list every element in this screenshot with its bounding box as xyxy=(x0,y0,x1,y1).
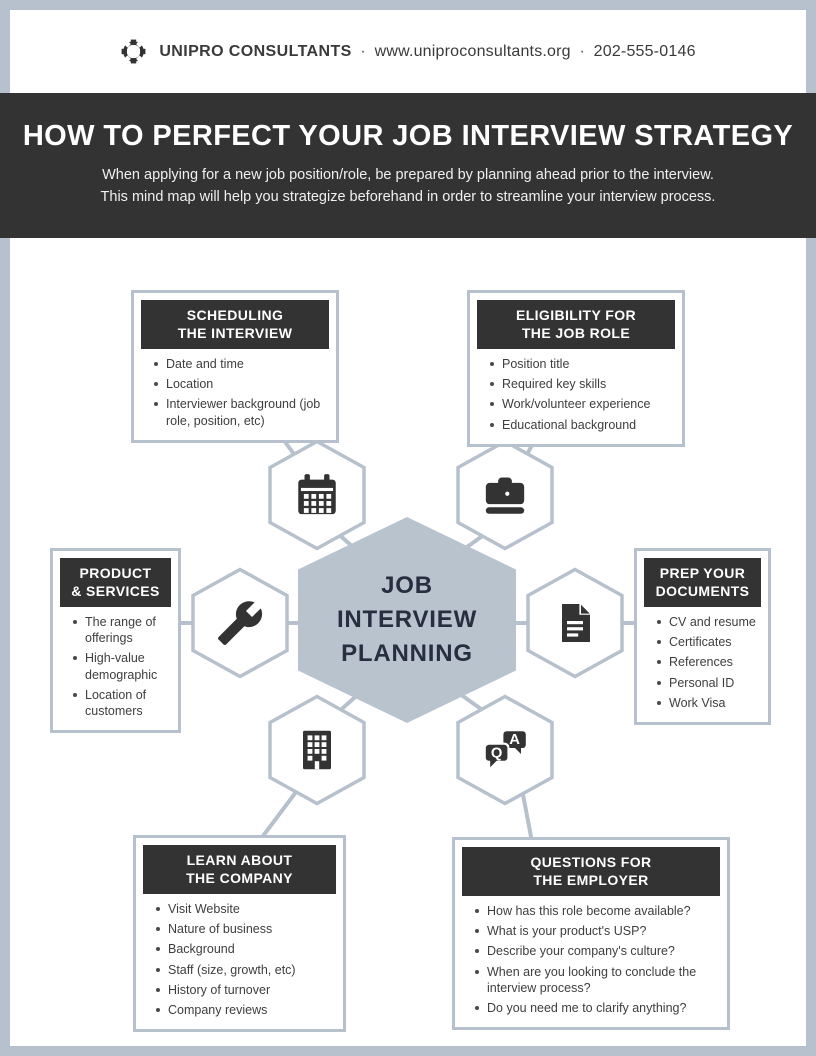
page-title: HOW TO PERFECT YOUR JOB INTERVIEW STRATE… xyxy=(22,120,794,152)
node-title: PRODUCT & SERVICES xyxy=(60,558,171,607)
svg-text:Q: Q xyxy=(491,745,503,761)
building-icon xyxy=(303,730,331,770)
question-bubble: Q xyxy=(483,742,510,768)
node-box-product-services: PRODUCT & SERVICES The range of offering… xyxy=(50,548,181,734)
qa-chat-icon: A Q xyxy=(483,731,526,768)
calendar-icon xyxy=(298,474,336,515)
brand-website: www.uniproconsultants.org xyxy=(374,42,571,60)
bullet-item: High-value demographic xyxy=(70,650,169,683)
hex-node-prep-documents xyxy=(525,567,625,679)
bullet-item: When are you looking to conclude the int… xyxy=(472,964,718,997)
bullet-item: How has this role become available? xyxy=(472,903,718,919)
node-title: LEARN ABOUT THE COMPANY xyxy=(143,845,336,894)
bullet-item: Required key skills xyxy=(487,376,673,392)
bullet-item: Visit Website xyxy=(153,901,334,917)
bullet-item: Describe your company's culture? xyxy=(472,943,718,959)
separator-dot: · xyxy=(579,42,585,60)
bullet-item: Personal ID xyxy=(654,675,759,691)
bullet-item: Certificates xyxy=(654,634,759,650)
bullet-item: Location of customers xyxy=(70,687,169,720)
bullet-item: Company reviews xyxy=(153,1002,334,1018)
bullet-item: Nature of business xyxy=(153,921,334,937)
bullet-item: Do you need me to clarify anything? xyxy=(472,1000,718,1016)
subtitle-line-2: This mind map will help you strategize b… xyxy=(100,188,716,205)
separator-dot: · xyxy=(360,42,366,60)
bullet-item: CV and resume xyxy=(654,614,759,630)
bullet-item: Background xyxy=(153,941,334,957)
center-hexagon: JOB INTERVIEW PLANNING xyxy=(295,515,519,725)
answer-bubble: A xyxy=(503,731,526,754)
brand-name: UNIPRO CONSULTANTS xyxy=(159,42,352,60)
node-list: How has this role become available? What … xyxy=(462,903,720,1017)
bullet-item: Interviewer background (job role, positi… xyxy=(151,396,327,429)
bullet-item: Staff (size, growth, etc) xyxy=(153,962,334,978)
node-title: SCHEDULING THE INTERVIEW xyxy=(141,300,329,349)
wrench-icon xyxy=(218,601,263,645)
brand-header: UNIPRO CONSULTANTS · www.uniproconsultan… xyxy=(10,10,806,93)
bullet-item: Position title xyxy=(487,356,673,372)
document-icon xyxy=(562,604,590,642)
subtitle-line-1: When applying for a new job position/rol… xyxy=(102,167,714,183)
bullet-item: Work/volunteer experience xyxy=(487,396,673,412)
hex-node-product-services xyxy=(190,567,290,679)
bullet-item: Location xyxy=(151,376,327,392)
center-hexagon-label: JOB INTERVIEW PLANNING xyxy=(336,571,478,668)
hex-node-eligibility xyxy=(455,439,555,551)
bullet-item: References xyxy=(654,654,759,670)
bullet-item: Educational background xyxy=(487,417,673,433)
node-title: ELIGIBILITY FOR THE JOB ROLE xyxy=(477,300,675,349)
title-banner: HOW TO PERFECT YOUR JOB INTERVIEW STRATE… xyxy=(0,93,816,238)
hex-node-questions: A Q xyxy=(455,694,555,806)
hex-node-scheduling xyxy=(267,439,367,551)
node-box-questions-employer: QUESTIONS FOR THE EMPLOYER How has this … xyxy=(452,837,730,1031)
node-title: QUESTIONS FOR THE EMPLOYER xyxy=(462,847,720,896)
bullet-item: What is your product's USP? xyxy=(472,923,718,939)
bullet-item: Date and time xyxy=(151,356,327,372)
bullet-item: Work Visa xyxy=(654,695,759,711)
svg-text:A: A xyxy=(509,732,520,748)
center-hexagon-shape xyxy=(298,517,516,723)
page-subtitle: When applying for a new job position/rol… xyxy=(0,165,816,209)
briefcase-icon xyxy=(485,477,525,514)
bullet-item: History of turnover xyxy=(153,982,334,998)
brand-line: UNIPRO CONSULTANTS · www.uniproconsultan… xyxy=(159,43,695,61)
hex-node-learn-company xyxy=(267,694,367,806)
bullet-item: The range of offerings xyxy=(70,614,169,647)
node-title: PREP YOUR DOCUMENTS xyxy=(644,558,761,607)
brand-phone: 202-555-0146 xyxy=(593,42,696,60)
node-box-eligibility: ELIGIBILITY FOR THE JOB ROLE Position ti… xyxy=(467,290,685,447)
brand-ring-icon xyxy=(121,39,146,64)
